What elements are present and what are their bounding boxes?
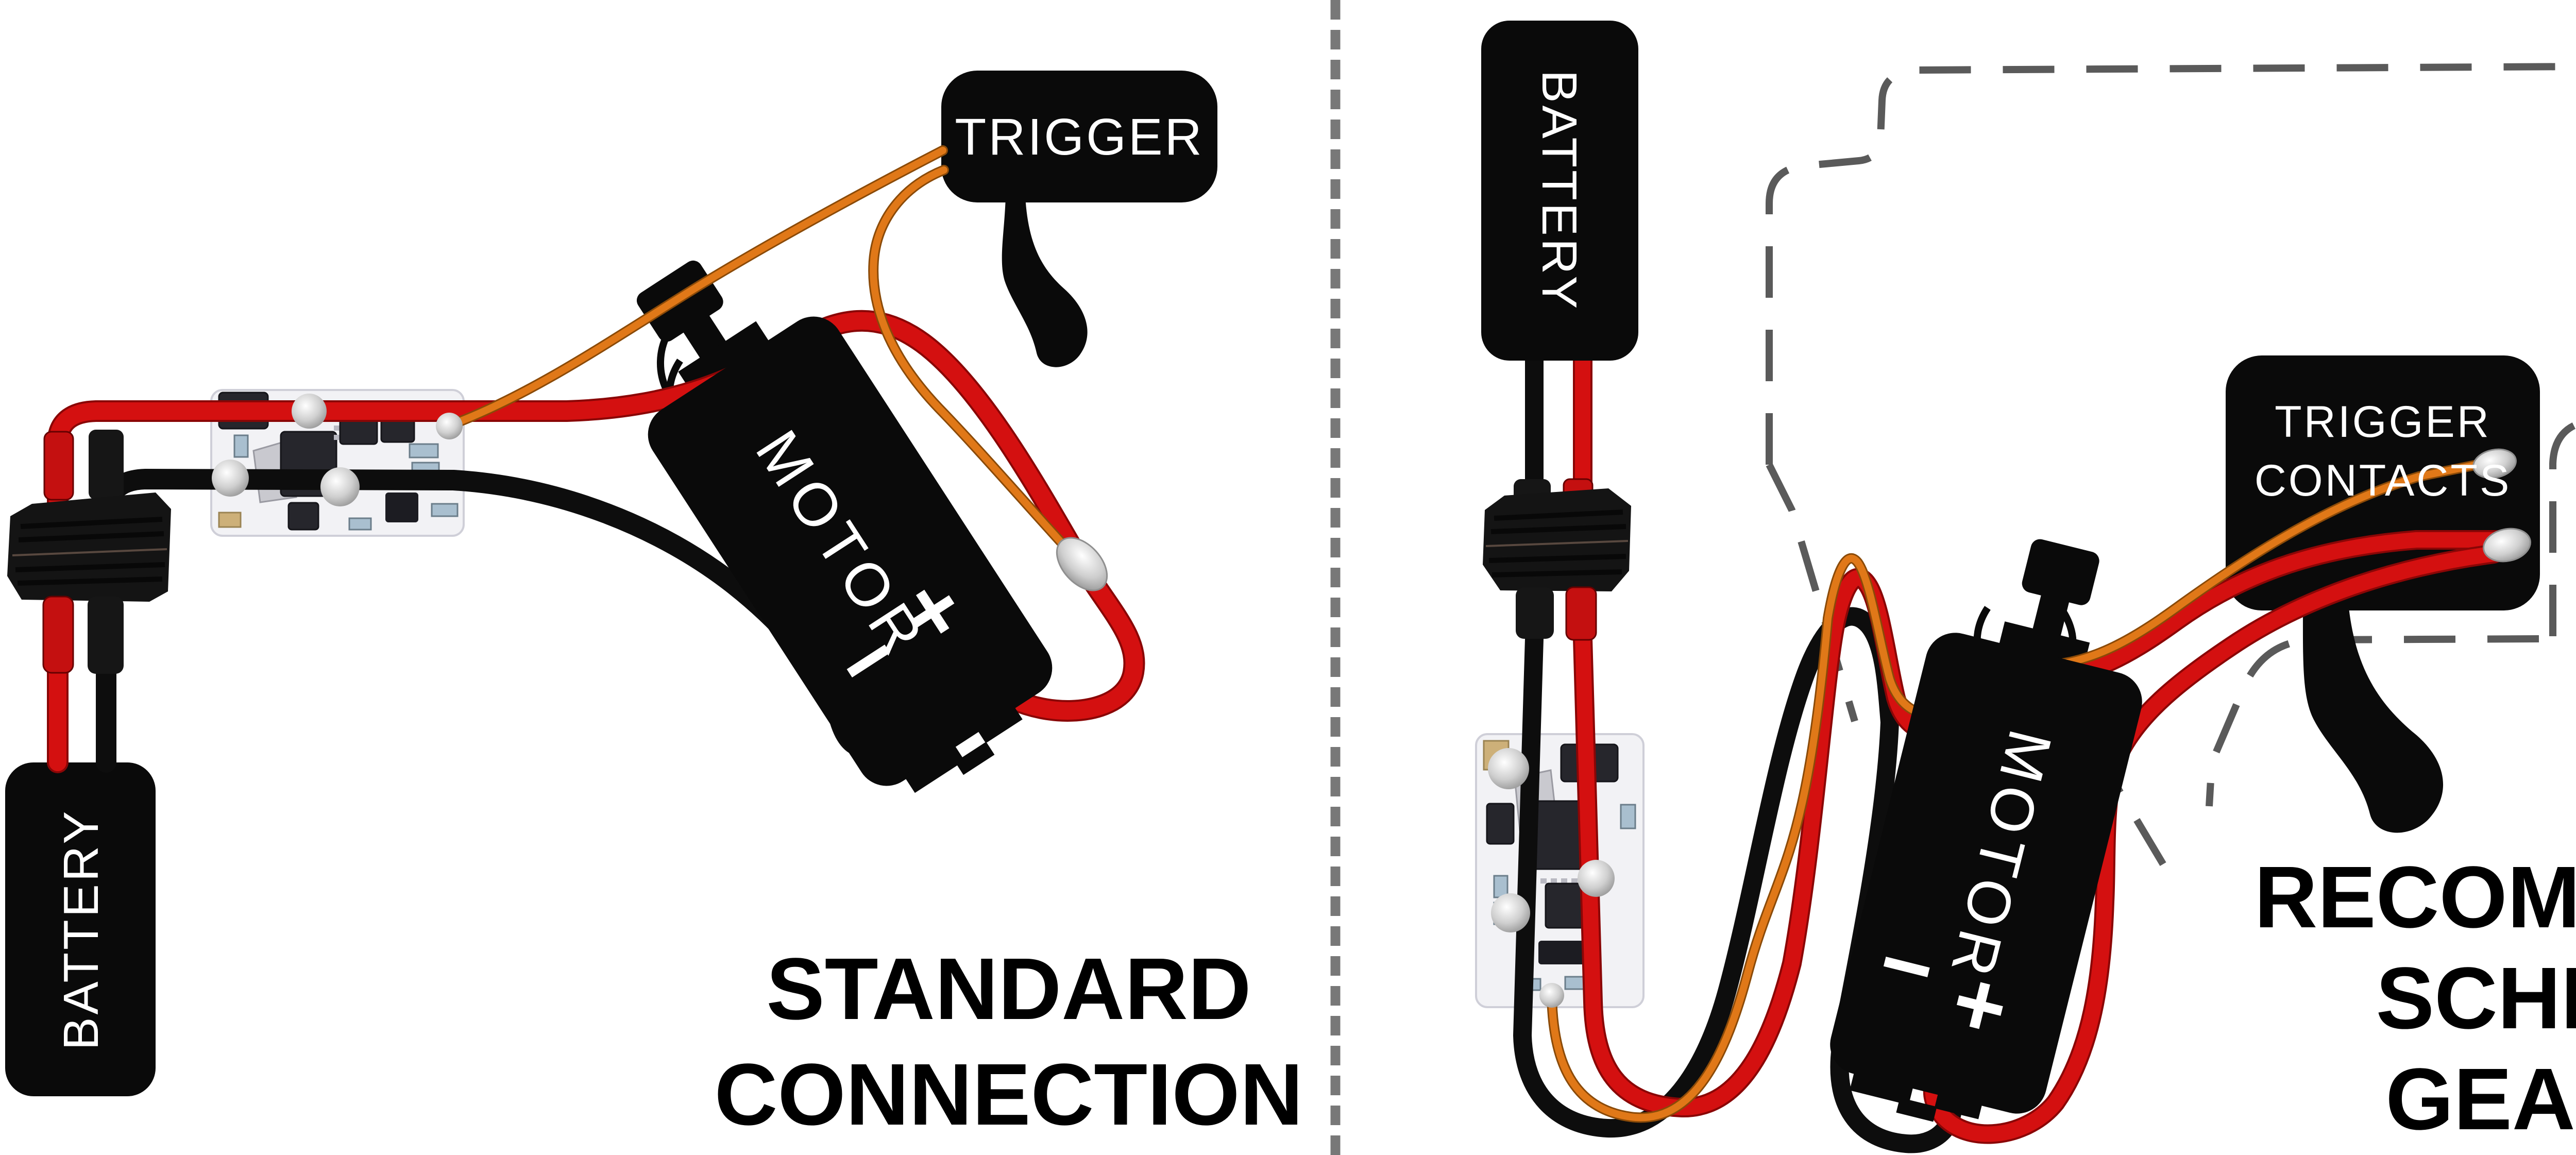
solder-blob bbox=[292, 394, 327, 429]
trigger-contacts-line1: TRIGGER bbox=[2275, 397, 2491, 447]
trigger-blade-right bbox=[2302, 603, 2444, 833]
pcb-resistor bbox=[348, 517, 372, 531]
solder-blob bbox=[320, 467, 360, 506]
pcb-resistor bbox=[409, 443, 439, 458]
pcb-resistor bbox=[431, 503, 459, 517]
motor-left: MOTOR + − bbox=[648, 316, 1053, 793]
solder-blob bbox=[1539, 983, 1564, 1008]
pcb-capacitor bbox=[218, 512, 242, 528]
right-title-line2: SCHEME FOR bbox=[2376, 949, 2576, 1047]
battery-left-label: BATTERY bbox=[54, 809, 109, 1050]
solder-blob bbox=[436, 413, 463, 439]
red-plug bbox=[1565, 586, 1597, 641]
solder-blob bbox=[212, 460, 249, 497]
solder-blob bbox=[1578, 860, 1615, 897]
black-plug bbox=[89, 430, 124, 500]
pcb-ic bbox=[385, 492, 418, 522]
pcb-resistor bbox=[233, 434, 249, 458]
left-title-line2: CONNECTION bbox=[715, 1046, 1303, 1144]
right-title-line3: GEARBOX V2 bbox=[2385, 1050, 2576, 1148]
trigger-contact-tip-orange bbox=[2472, 448, 2517, 479]
pcb-ic bbox=[1538, 941, 1585, 964]
black-plug bbox=[1516, 587, 1554, 639]
pcb-ic bbox=[287, 502, 319, 531]
splice-connector bbox=[1056, 537, 1108, 591]
gearbox-outline-under-trigger bbox=[2206, 635, 2539, 807]
battery-right-label: BATTERY bbox=[1532, 70, 1587, 312]
red-plug bbox=[43, 431, 74, 501]
recommended-scheme-diagram: BATTERY MOTOR + − TR bbox=[1475, 21, 2576, 1148]
solder-blob bbox=[1488, 748, 1529, 789]
pcb-chip bbox=[1486, 803, 1515, 845]
motor-right: MOTOR + − bbox=[1830, 633, 2142, 1122]
trigger-blade-left bbox=[1002, 196, 1088, 367]
fuse-block-right bbox=[1483, 478, 1631, 641]
red-plug bbox=[42, 596, 74, 674]
left-title-line1: STANDARD bbox=[766, 940, 1251, 1038]
standard-connection-diagram: MOTOR + − BATTERY TRIGGER STANDARD CONNE… bbox=[5, 71, 1303, 1144]
trigger-contact-tip-red bbox=[2483, 528, 2531, 563]
trigger-contacts-line2: CONTACTS bbox=[2255, 456, 2512, 505]
battery-left bbox=[5, 762, 156, 1096]
fuse-block-left bbox=[7, 430, 171, 674]
trigger-label: TRIGGER bbox=[955, 108, 1204, 166]
pcb-resistor bbox=[1620, 804, 1636, 829]
right-title-line1: RECOMMENDED bbox=[2255, 848, 2576, 946]
battery-right bbox=[1481, 21, 1638, 361]
solder-blob bbox=[1491, 893, 1530, 932]
black-plug bbox=[88, 597, 124, 674]
trigger-label-box bbox=[941, 71, 1217, 202]
